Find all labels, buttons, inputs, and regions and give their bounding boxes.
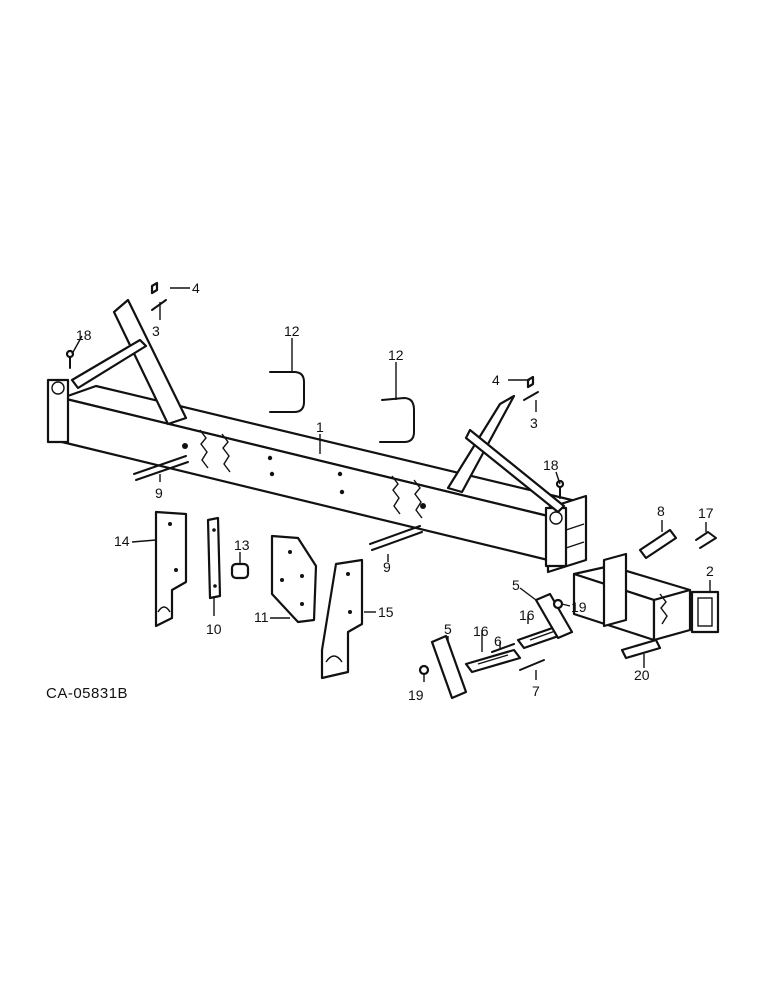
nut-19-left: [418, 664, 430, 676]
callout-19-right: 19: [571, 599, 587, 615]
callout-16-right: 16: [519, 607, 535, 623]
nut-19-right: [552, 598, 564, 610]
callout-18-left: 18: [76, 327, 92, 343]
callout-1: 1: [316, 419, 324, 435]
right-brace: [446, 394, 566, 514]
left-brace: [70, 298, 188, 426]
callout-20: 20: [634, 667, 650, 683]
callout-16-left: 16: [473, 623, 489, 639]
callout-19-left: 19: [408, 687, 424, 703]
callout-12-left: 12: [284, 323, 300, 339]
pin-right: [369, 525, 423, 551]
callout-13: 13: [234, 537, 250, 553]
spacer-13: [230, 562, 250, 580]
u-bolt-left: [269, 371, 305, 413]
right-end-bracket: [544, 494, 588, 574]
hitch-tube: [572, 552, 720, 642]
callout-11: 11: [254, 609, 269, 625]
callout-15: 15: [378, 604, 394, 620]
callout-6: 6: [494, 633, 502, 649]
grease-fitting-left: [65, 349, 75, 369]
plate-5-right: [534, 592, 574, 640]
callout-9-left: 9: [155, 485, 163, 501]
pin-6: [491, 643, 515, 653]
drawing-code: CA-05831B: [46, 685, 128, 702]
pin-8: [638, 528, 678, 560]
callout-10: 10: [206, 621, 222, 637]
bracket-15: [320, 558, 364, 680]
callout-12-right: 12: [388, 347, 404, 363]
u-bolt-right: [379, 397, 415, 443]
link-16-left: [464, 648, 522, 674]
bolt-left: [150, 281, 167, 311]
bracket-14: [154, 510, 188, 628]
callout-5-left: 5: [444, 621, 452, 637]
callout-5-right: 5: [512, 577, 520, 593]
leader-lines: [71, 287, 711, 682]
plate-11: [270, 534, 318, 624]
callout-8: 8: [657, 503, 665, 519]
callout-18-right: 18: [543, 457, 559, 473]
callout-9-right: 9: [383, 559, 391, 575]
plate-5-left: [430, 634, 468, 700]
callout-14: 14: [114, 533, 130, 549]
callout-4-right: 4: [492, 372, 500, 388]
callout-17: 17: [698, 505, 714, 521]
callout-3-left: 3: [152, 323, 160, 339]
callout-4-left: 4: [192, 280, 200, 296]
callout-3-right: 3: [530, 415, 538, 431]
strap-20: [620, 638, 662, 660]
pin-7: [519, 659, 545, 671]
clip-17: [695, 531, 717, 549]
pin-left: [133, 455, 189, 481]
left-end-bracket: [46, 378, 70, 444]
strap-10: [206, 516, 222, 600]
callout-2: 2: [706, 563, 714, 579]
callout-7: 7: [532, 683, 540, 699]
